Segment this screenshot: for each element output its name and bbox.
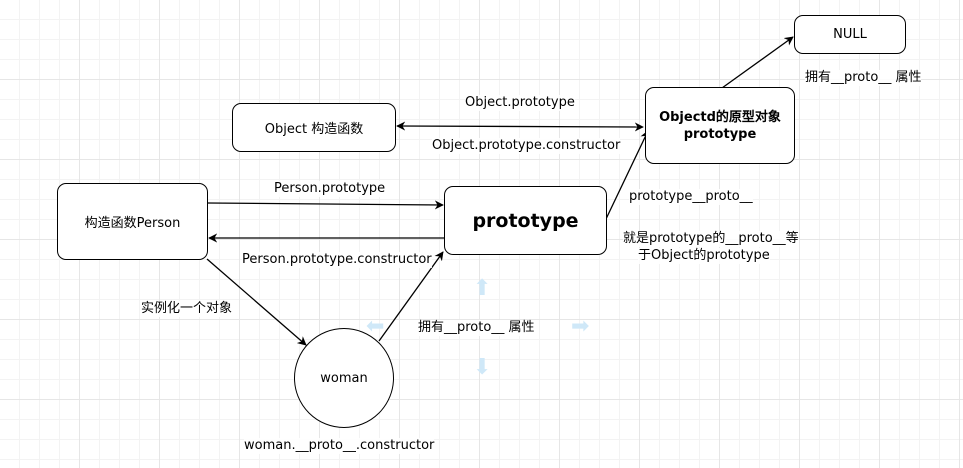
edge-person-to-prototype <box>207 200 444 210</box>
object-constructor-node[interactable]: Object 构造函数 <box>232 103 396 152</box>
edge-prototype-to-objproto <box>605 130 649 220</box>
person-constructor-label: 构造函数Person <box>84 216 181 231</box>
prototype-proto-edge-label: prototype__proto__ <box>629 189 753 205</box>
object-prototype-edge-label: Object.prototype <box>465 95 575 111</box>
hint-arrow-right-icon[interactable]: ➡ <box>571 314 590 339</box>
object-prototype-label-line1: Objectd的原型对象 <box>659 109 781 125</box>
woman-note: 拥有__proto__ 属性 <box>418 320 535 336</box>
hint-arrow-left-icon[interactable]: ⬅ <box>366 314 385 339</box>
woman-label: woman <box>320 370 368 386</box>
person-prototype-label: prototype <box>472 209 579 232</box>
person-prototype-node[interactable]: prototype <box>444 186 607 255</box>
null-node-label: NULL <box>833 27 867 42</box>
explanation-line1: 就是prototype的__proto__等 <box>623 231 799 247</box>
woman-constructor-label: woman.__proto__.constructor <box>244 438 435 454</box>
person-prototype-constructor-edge-label: Person.prototype.constructor <box>242 252 432 268</box>
hint-arrow-up-icon[interactable]: ⬆ <box>473 276 492 301</box>
person-prototype-edge-label: Person.prototype <box>274 181 386 197</box>
object-prototype-node[interactable]: Objectd的原型对象 prototype <box>645 87 795 164</box>
hint-arrow-down-icon[interactable]: ⬇ <box>473 355 492 380</box>
edge-person-to-woman <box>206 258 307 346</box>
edge-woman-to-prototype <box>378 251 444 342</box>
object-prototype-label-line2: prototype <box>683 126 757 142</box>
edge-objproto-to-null <box>721 36 794 89</box>
instantiate-edge-label: 实例化一个对象 <box>141 301 233 317</box>
person-constructor-node[interactable]: 构造函数Person <box>57 183 208 260</box>
object-constructor-label: Object 构造函数 <box>264 122 364 137</box>
null-node[interactable]: NULL <box>794 15 906 54</box>
woman-node[interactable]: woman <box>294 328 394 428</box>
null-note: 拥有__proto__ 属性 <box>805 70 922 86</box>
edge-object-objproto-bidirectional <box>396 121 644 132</box>
explanation-line2: 于Object的prototype <box>638 248 770 264</box>
object-prototype-constructor-edge-label: Object.prototype.constructor <box>432 138 621 154</box>
